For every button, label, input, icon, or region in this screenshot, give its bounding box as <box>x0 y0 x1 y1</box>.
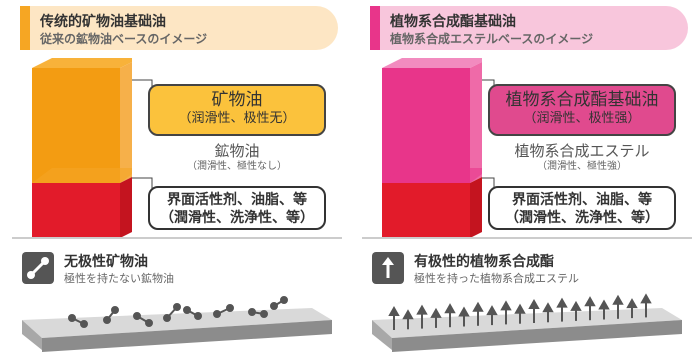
polar-arrow-head <box>430 307 442 318</box>
molecule-icon <box>22 252 54 284</box>
synthetic-ester-callout: 植物系合成酯基础油 （润滑性、极性强） <box>488 84 676 136</box>
polar-arrow-head <box>500 300 512 311</box>
polar-arrow-head <box>472 301 484 312</box>
synthetic-ester-cube <box>382 58 482 238</box>
header-accent-bar <box>370 6 380 50</box>
additive-box: 界面活性剂、油脂、等 （潤滑性、洗浄性、等） <box>148 186 326 230</box>
label-main: 鉱物油 <box>214 142 260 160</box>
additive-line2: （潤滑性、洗浄性、等） <box>160 210 314 226</box>
polar-arrow-head <box>570 300 582 311</box>
nonpolar-surface-illustration <box>22 296 332 352</box>
polar-arrow-head <box>584 296 596 307</box>
polar-arrow-head <box>514 303 526 314</box>
divider <box>12 237 342 239</box>
mineral-oil-label: 鉱物油 （潤滑性、極性なし） <box>148 142 326 174</box>
synthetic-ester-panel: 植物系合成酯基础油 植物系合成エステルベースのイメージ 植物系合成酯基础油 （润… <box>362 0 692 362</box>
polar-arrow-head <box>388 305 400 316</box>
polar-arrow-head <box>458 306 470 317</box>
header-subtitle: 従来の鉱物油ベースのイメージ <box>40 32 208 46</box>
label-sub: （潤滑性、極性強） <box>537 161 627 172</box>
header-title: 传统的矿物油基础油 <box>40 14 166 30</box>
header-accent-bar <box>20 6 30 50</box>
polar-arrow-head <box>556 297 568 308</box>
callout-sub: （润滑性、极性无） <box>178 111 296 126</box>
mineral-oil-callout: 矿物油 （润滑性、极性无） <box>148 84 326 136</box>
polar-arrow-head <box>402 309 414 320</box>
additive-line1: 界面活性剂、油脂、等 <box>167 192 307 208</box>
arrow-up-icon <box>372 252 404 284</box>
mineral-oil-header: 传统的矿物油基础油 従来の鉱物油ベースのイメージ <box>20 6 338 50</box>
label-main: 植物系合成エステル <box>514 142 650 160</box>
additive-box: 界面活性剂、油脂、等 （潤滑性、洗浄性、等） <box>488 186 676 230</box>
polar-arrow-head <box>528 298 540 309</box>
polar-arrow-head <box>598 299 610 310</box>
info-subtitle: 極性を持たない鉱物油 <box>64 272 174 285</box>
polar-arrow-head <box>542 302 554 313</box>
polar-arrow-head <box>612 294 624 305</box>
additive-line1: 界面活性剂、油脂、等 <box>512 192 652 208</box>
polar-arrow-head <box>486 305 498 316</box>
polar-surface-illustration <box>372 293 682 352</box>
header-subtitle: 植物系合成エステルベースのイメージ <box>390 32 594 46</box>
info-subtitle: 極性を持った植物系合成エステル <box>414 272 579 285</box>
additive-line2: （潤滑性、洗浄性、等） <box>505 210 659 226</box>
callout-main: 植物系合成酯基础油 <box>505 90 659 110</box>
polar-arrow-head <box>626 298 638 309</box>
synthetic-ester-header: 植物系合成酯基础油 植物系合成エステルベースのイメージ <box>370 6 688 50</box>
divider <box>362 237 692 239</box>
polar-arrow-head <box>640 293 652 304</box>
polar-arrow-head <box>416 304 428 315</box>
info-title: 无极性矿物油 <box>64 254 148 270</box>
polar-arrow-head <box>444 303 456 314</box>
mineral-oil-panel: 传统的矿物油基础油 従来の鉱物油ベースのイメージ 矿物油 （润滑性、极性无） 鉱… <box>12 0 342 362</box>
mineral-oil-cube <box>32 58 132 238</box>
header-title: 植物系合成酯基础油 <box>390 14 516 30</box>
synthetic-ester-label: 植物系合成エステル （潤滑性、極性強） <box>488 142 676 174</box>
callout-main: 矿物油 <box>211 90 263 110</box>
info-title: 有极性的植物系合成酯 <box>414 254 554 270</box>
callout-sub: （润滑性、极性强） <box>523 111 641 126</box>
label-sub: （潤滑性、極性なし） <box>187 161 287 172</box>
